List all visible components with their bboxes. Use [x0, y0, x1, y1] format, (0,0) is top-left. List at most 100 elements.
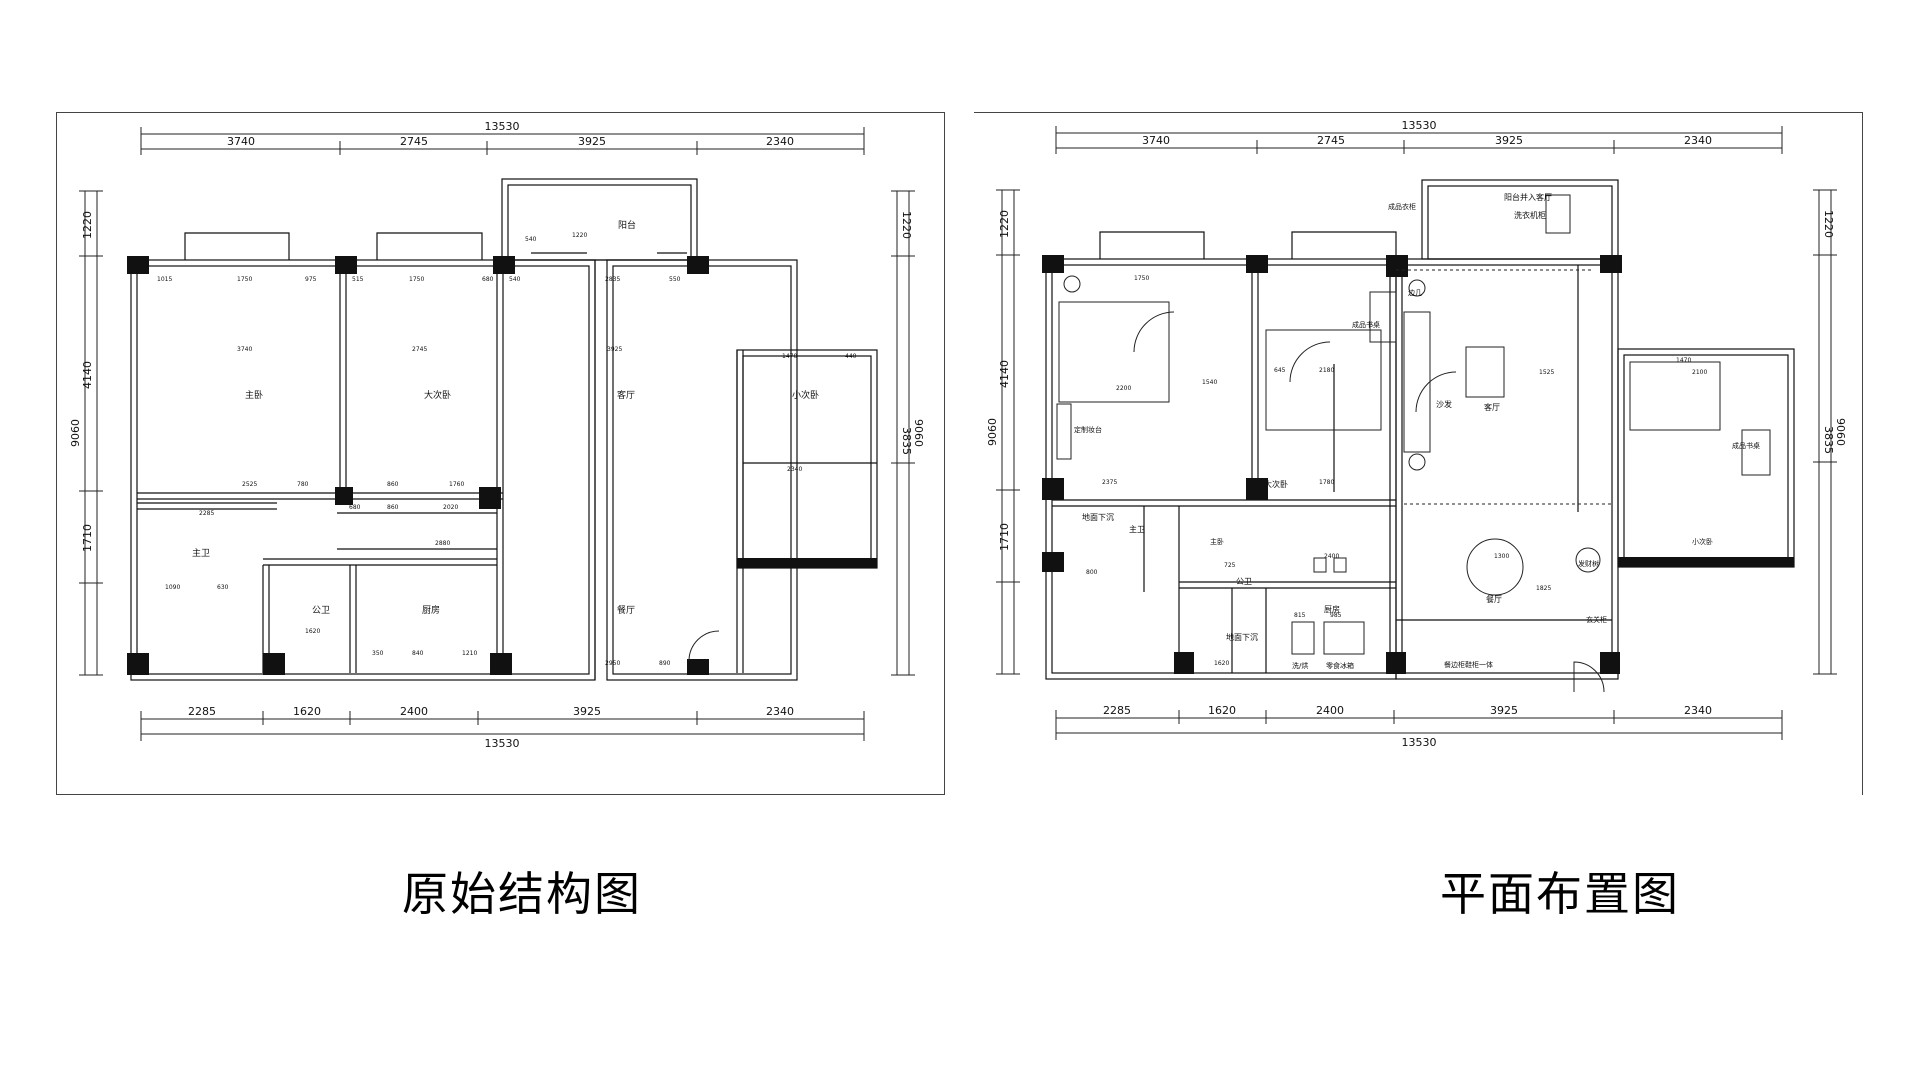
dim-left-1: 1220: [998, 210, 1011, 238]
dim-inner: 890: [659, 660, 671, 667]
structural-columns: [1042, 255, 1794, 674]
dim-inner: 2835: [605, 276, 620, 283]
dim-inner: 680: [482, 276, 494, 283]
dim-inner: 975: [305, 276, 317, 283]
dim-inner: 780: [297, 481, 309, 488]
floor-layout-panel: 13530 3740 2745 3925 2340 2285 1620 2400…: [974, 112, 1863, 795]
dim-total-top: 13530: [1402, 119, 1437, 132]
label-wardrobe: 成品衣柜: [1388, 202, 1416, 211]
dim-inner: 1750: [237, 276, 252, 283]
room-master: 主卧: [245, 389, 263, 401]
room-living: 客厅: [617, 389, 635, 401]
dim-inner: 1780: [1319, 479, 1334, 486]
dim-inner: 2375: [1102, 479, 1117, 486]
dim-inner: 350: [372, 650, 384, 657]
dim-inner: 540: [525, 236, 537, 243]
fridge: [1323, 621, 1365, 655]
label-small: 小次卧: [1692, 537, 1713, 546]
lamp-icon: [1408, 279, 1426, 297]
door-swing: [1415, 371, 1457, 413]
dim-inner: 2880: [435, 540, 450, 547]
label-dresser: 定制妆台: [1074, 425, 1102, 434]
dim-inner: 1470: [1676, 357, 1691, 364]
stove-burner: [1313, 557, 1327, 573]
room-labels: 阳台并入客厅 洗衣机柜 成品衣柜 成品书桌 边几 沙发 客厅 大次卧 成品书桌 …: [1074, 192, 1760, 670]
dim-total-bottom: 13530: [1402, 736, 1437, 749]
dim-inner: 2745: [412, 346, 427, 353]
small-bed: [1629, 361, 1721, 431]
room-labels: 主卧 大次卧 客厅 阳台 小次卧 主卫 公卫 厨房 餐厅: [192, 219, 819, 616]
coffee-table: [1465, 346, 1505, 398]
room-kitchen: 厨房: [422, 604, 440, 616]
inner-dimensions: 1750 2200 1540 2375 645 2180 1780 1300 1…: [1086, 275, 1707, 667]
dim-bottom-1: 2285: [1103, 704, 1131, 717]
dim-bottom-2: 1620: [293, 705, 321, 718]
dim-inner: 2285: [199, 510, 214, 517]
room-small: 小次卧: [792, 389, 819, 401]
dim-inner: 2950: [605, 660, 620, 667]
dim-top-4: 2340: [766, 135, 794, 148]
dim-right-total: 9060: [912, 419, 925, 447]
layout-floor-plan: 13530 3740 2745 3925 2340 2285 1620 2400…: [986, 119, 1847, 749]
dim-inner: 725: [1224, 562, 1236, 569]
dim-bottom-4: 3925: [573, 705, 601, 718]
room-master-bath: 主卫: [192, 547, 210, 559]
frame-top-line: [974, 112, 1863, 113]
door-swings: [1133, 311, 1605, 693]
room-balcony: 阳台: [618, 219, 636, 231]
label-balcony: 阳台并入客厅: [1504, 192, 1552, 202]
dim-inner: 1825: [1536, 585, 1551, 592]
dim-top-2: 2745: [1317, 134, 1345, 147]
dim-inner: 515: [352, 276, 364, 283]
dim-right-1: 1220: [1822, 210, 1835, 238]
frame-right-line: [1862, 112, 1863, 795]
dim-left-2: 4140: [81, 361, 94, 389]
dim-inner: 645: [1274, 367, 1286, 374]
dim-inner: 1015: [157, 276, 172, 283]
dim-inner: 840: [412, 650, 424, 657]
dim-inner: 860: [387, 481, 399, 488]
structural-columns: [127, 256, 877, 675]
dim-left-2: 4140: [998, 360, 1011, 388]
dim-inner: 3740: [237, 346, 252, 353]
dim-top-3: 3925: [578, 135, 606, 148]
original-structure-panel: 13530 3740 2745 3925 2340 2285 1620 2400…: [56, 112, 945, 795]
dim-inner: 440: [845, 353, 857, 360]
label-bedroom: 主卧: [1210, 537, 1224, 546]
dim-left-3: 1710: [81, 524, 94, 552]
label-sofa: 沙发: [1436, 399, 1452, 409]
dim-right-2: 3835: [1822, 426, 1835, 454]
dim-inner: 630: [217, 584, 229, 591]
room-public-bath: 公卫: [312, 605, 330, 616]
dim-inner: 1470: [782, 353, 797, 360]
sofa: [1403, 311, 1431, 453]
dim-inner: 1750: [409, 276, 424, 283]
label-dining: 餐厅: [1486, 595, 1502, 604]
original-floor-plan: 13530 3740 2745 3925 2340 2285 1620 2400…: [69, 120, 925, 750]
room-second: 大次卧: [424, 389, 451, 401]
dresser: [1056, 403, 1072, 460]
dim-inner: 1300: [1494, 553, 1509, 560]
washer-cabinet: [1545, 194, 1571, 234]
dim-inner: 800: [1086, 569, 1098, 576]
lamp-icon: [1408, 453, 1426, 471]
label-living: 客厅: [1484, 402, 1500, 412]
label-display: 餐边柜鞋柜一体: [1444, 660, 1493, 669]
dim-right-1: 1220: [900, 211, 913, 239]
dim-total-bottom: 13530: [485, 737, 520, 750]
walls: [130, 178, 878, 681]
dim-bottom-5: 2340: [1684, 704, 1712, 717]
label-washer: 洗衣机柜: [1514, 210, 1546, 220]
dim-inner: 1090: [165, 584, 180, 591]
master-bed: [1058, 301, 1170, 403]
dim-inner: 550: [669, 276, 681, 283]
dim-inner: 1540: [1202, 379, 1217, 386]
dim-inner: 1750: [1134, 275, 1149, 282]
dim-inner: 2180: [1319, 367, 1334, 374]
dim-top-4: 2340: [1684, 134, 1712, 147]
plant-icon: [1575, 547, 1601, 573]
dim-inner: 2020: [443, 504, 458, 511]
dim-top-1: 3740: [227, 135, 255, 148]
dim-total-top: 13530: [485, 120, 520, 133]
caption-original-structure: 原始结构图: [402, 867, 642, 921]
